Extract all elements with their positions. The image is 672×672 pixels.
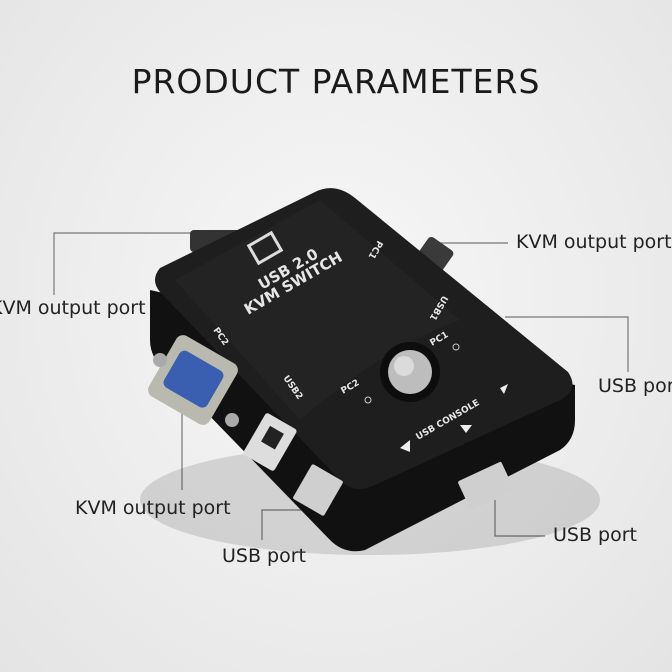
label-usb-port-bottom-right: USB port xyxy=(553,524,637,546)
arrow-left-icon xyxy=(400,440,410,452)
device-top-highlight xyxy=(175,200,460,420)
arrow-down-icon xyxy=(460,425,472,433)
usb-b-port xyxy=(243,413,297,471)
leader-left xyxy=(53,232,195,295)
usb-a-port-front xyxy=(293,464,343,516)
monitor-icon xyxy=(246,230,284,266)
label-usb-port-right: USB port xyxy=(598,375,672,397)
label-kvm-output-port-bottom: KVM output port xyxy=(75,497,231,519)
label-kvm-output-port-left: KVM output port xyxy=(0,297,146,319)
label-kvm-output-port-top-right: KVM output port xyxy=(516,231,672,253)
leader-bottom-right-usb xyxy=(494,500,545,537)
label-usb-port-bottom: USB port xyxy=(222,545,306,567)
vga-port xyxy=(148,335,239,427)
usb-a-port-side xyxy=(458,462,514,510)
leader-right xyxy=(505,316,629,372)
pc2-led-icon xyxy=(364,396,372,404)
switch-button-highlight xyxy=(394,356,414,376)
leader-bottom-usb xyxy=(261,509,320,540)
pc1-led-icon xyxy=(452,343,460,351)
page-title: PRODUCT PARAMETERS xyxy=(131,62,541,101)
arrow-right-icon xyxy=(500,384,508,394)
